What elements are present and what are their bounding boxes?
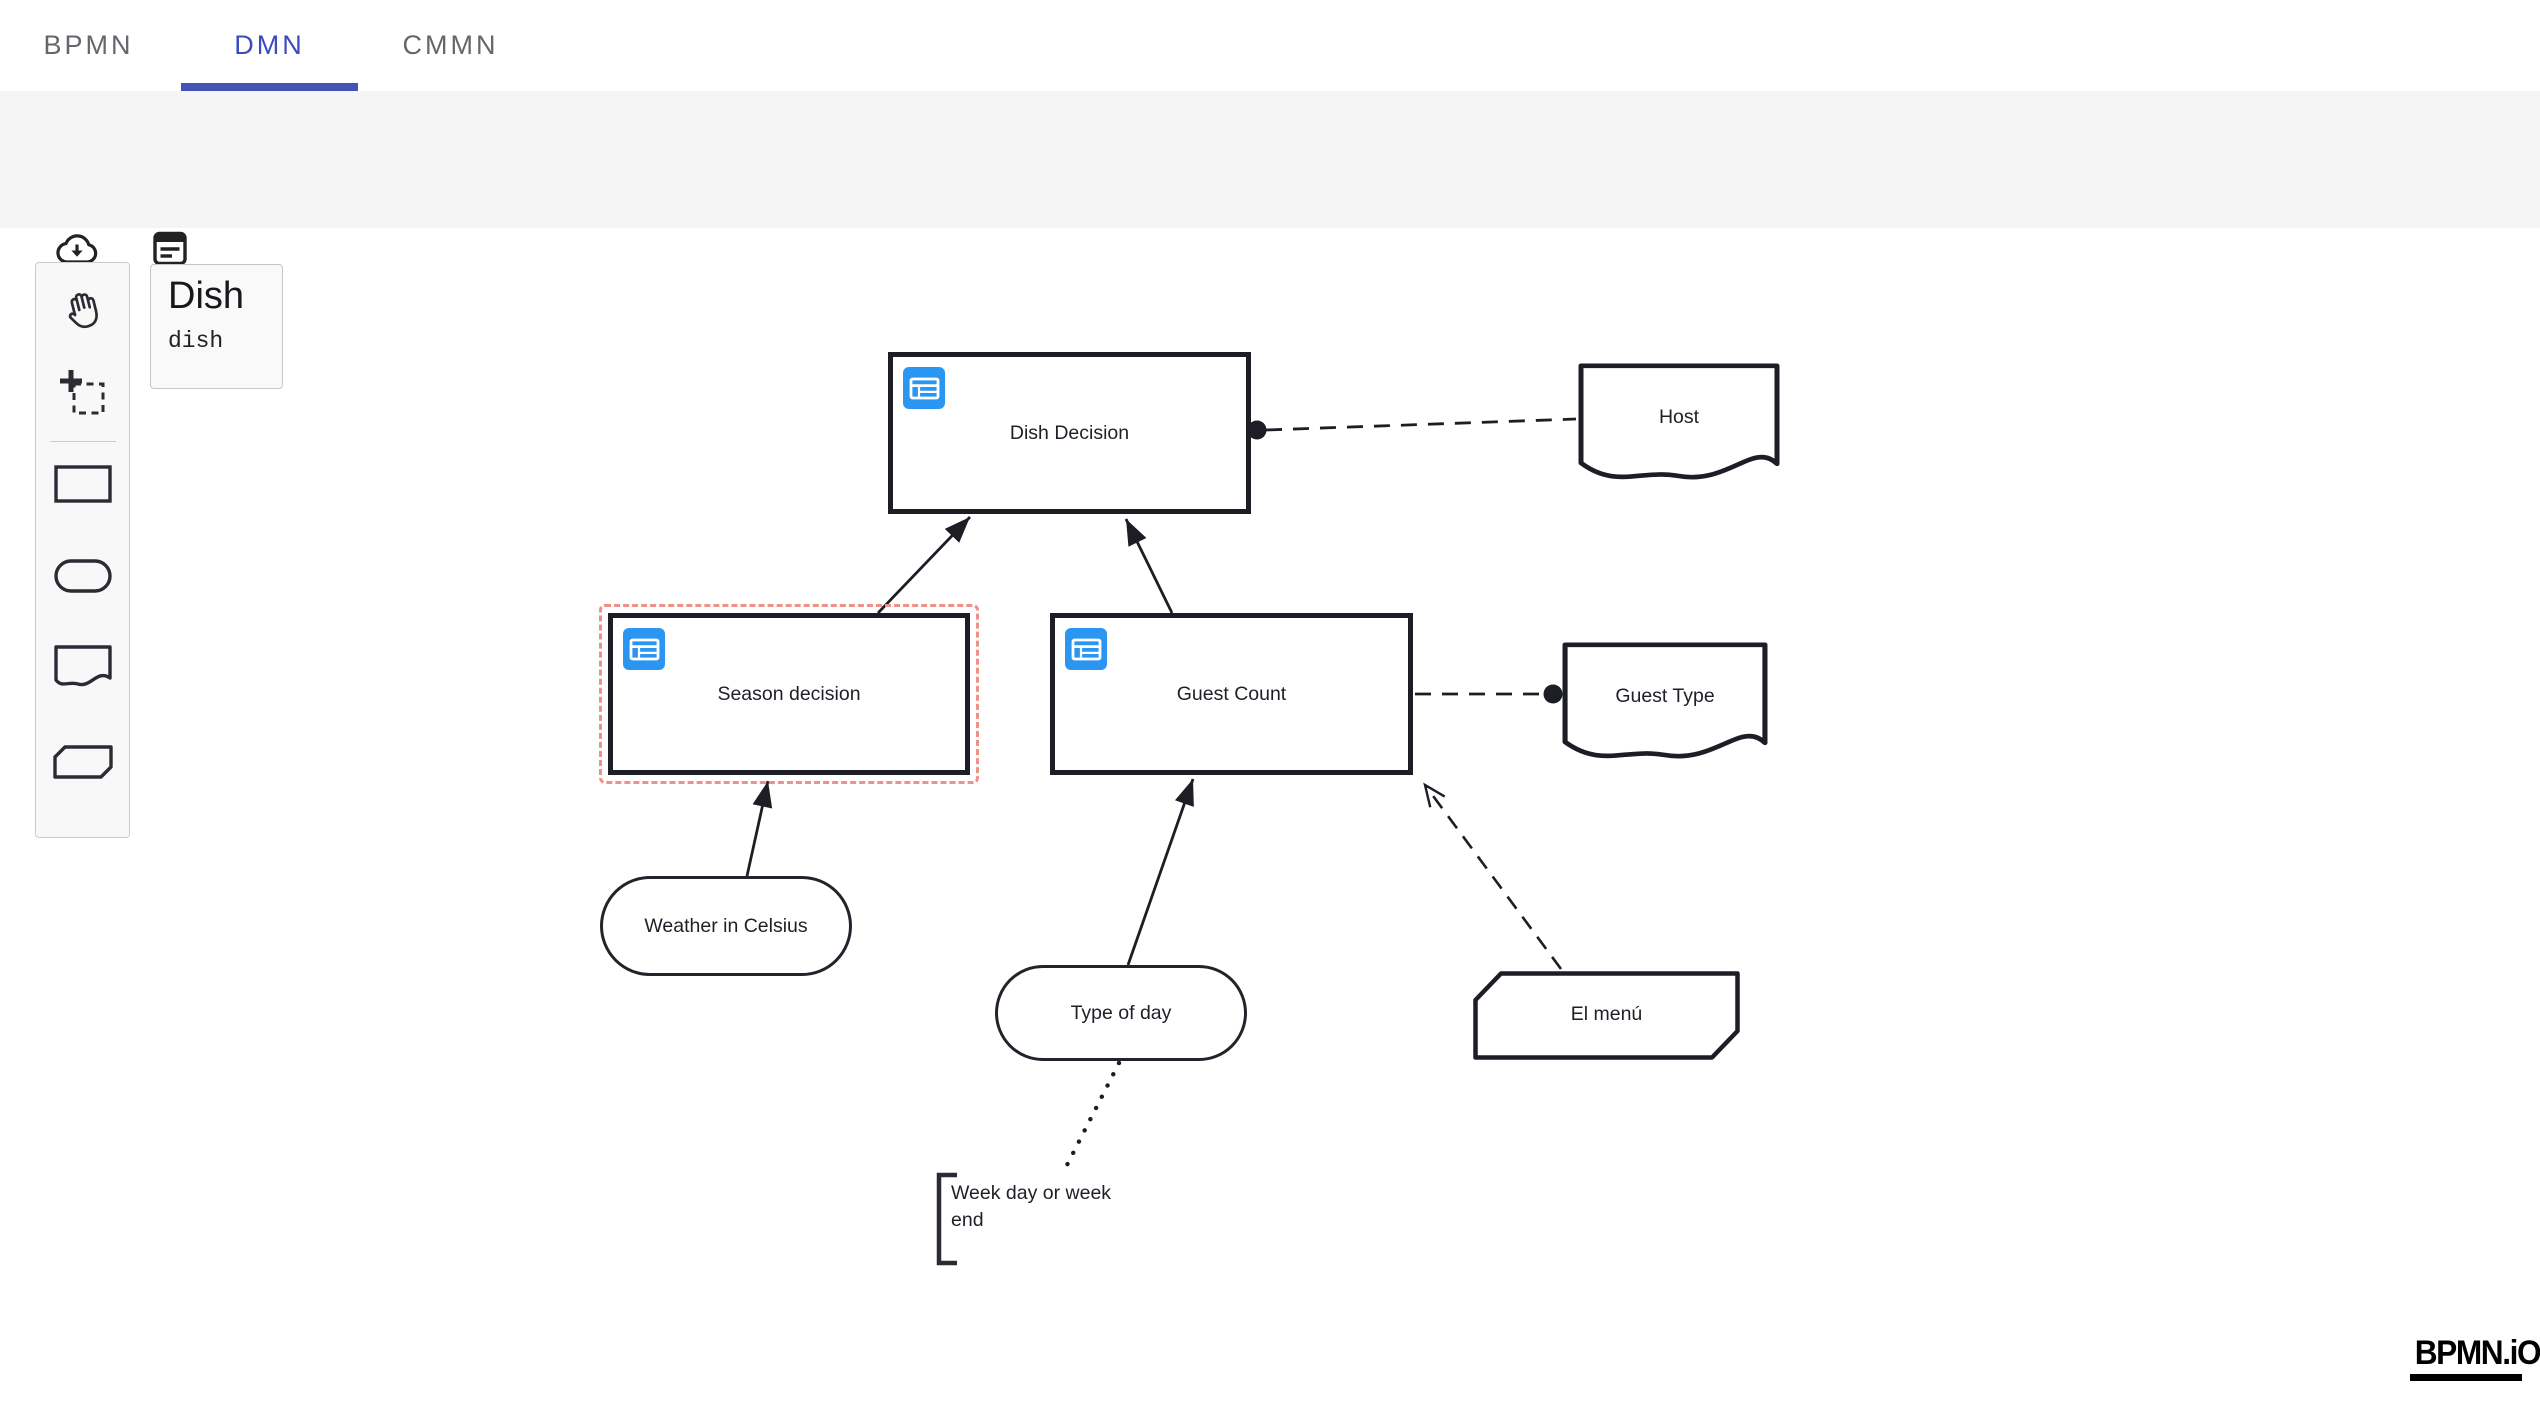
hand-icon bbox=[68, 293, 98, 329]
create-knowledge-source[interactable] bbox=[53, 644, 113, 692]
season-decision[interactable]: Season decision bbox=[599, 604, 979, 784]
guest-type[interactable]: Guest Type bbox=[1562, 642, 1768, 766]
rectangle-icon bbox=[53, 465, 112, 503]
palette bbox=[35, 262, 130, 838]
properties-button[interactable] bbox=[152, 230, 188, 267]
create-input-data[interactable] bbox=[53, 558, 113, 594]
decision-table-badge[interactable] bbox=[1065, 628, 1107, 670]
knowledge-source-shape bbox=[1562, 642, 1768, 759]
download-button[interactable] bbox=[54, 229, 100, 269]
assoc-typeofday-annotation[interactable] bbox=[1062, 1060, 1122, 1172]
create-decision[interactable] bbox=[53, 464, 113, 504]
req-guest-to-dish[interactable] bbox=[1124, 518, 1174, 614]
drilldown-overlay[interactable]: Dish dish bbox=[150, 264, 283, 389]
stadium-icon bbox=[53, 559, 112, 593]
type-of-day-label: Type of day bbox=[1070, 1001, 1172, 1024]
hand-tool[interactable] bbox=[59, 285, 107, 335]
decision-table-badge[interactable] bbox=[903, 367, 945, 409]
decision-table-icon bbox=[909, 377, 940, 400]
decision-table-icon bbox=[1071, 638, 1102, 661]
clipped-rectangle-icon bbox=[52, 745, 113, 779]
bpmn-io-logo[interactable]: BPMN.iO bbox=[2410, 1334, 2540, 1381]
req-season-to-dish[interactable] bbox=[876, 516, 972, 614]
toolbar bbox=[0, 91, 2540, 266]
req-weather-to-season[interactable] bbox=[745, 780, 773, 877]
view-name[interactable]: dish bbox=[168, 327, 224, 354]
weather-in-celsius-label: Weather in Celsius bbox=[644, 914, 808, 937]
create-business-knowledge-model[interactable] bbox=[52, 744, 114, 780]
auth-guest-guesttype-dot bbox=[1543, 684, 1563, 704]
article-icon bbox=[153, 231, 187, 266]
knowledge-elmenu-to-guest[interactable] bbox=[1425, 785, 1563, 970]
guest-count-label: Guest Count bbox=[1176, 682, 1287, 705]
tab-bar: BPMN DMN CMMN bbox=[0, 0, 2540, 91]
wavy-rectangle-icon bbox=[53, 645, 112, 687]
dish-decision[interactable]: Dish Decision bbox=[888, 352, 1251, 514]
auth-dish-host-dot bbox=[1247, 420, 1267, 440]
tab-dmn[interactable]: DMN bbox=[181, 0, 358, 91]
dish-decision-label: Dish Decision bbox=[1009, 421, 1130, 444]
el-menu[interactable]: El menú bbox=[1473, 971, 1740, 1060]
business-knowledge-model-shape bbox=[1473, 971, 1740, 1060]
lasso-tool[interactable] bbox=[58, 367, 108, 417]
decision-table-icon bbox=[629, 638, 660, 661]
weather-in-celsius[interactable]: Weather in Celsius bbox=[600, 876, 852, 976]
logo-text: BPMN.iO bbox=[2414, 1334, 2540, 1372]
knowledge-source-shape bbox=[1578, 363, 1780, 480]
host[interactable]: Host bbox=[1578, 363, 1780, 487]
type-of-day[interactable]: Type of day bbox=[995, 965, 1247, 1061]
definitions-name: Dish bbox=[168, 275, 245, 317]
tab-bpmn[interactable]: BPMN bbox=[43, 30, 134, 60]
lasso-icon bbox=[59, 370, 104, 415]
week-annotation[interactable]: Week day or week end bbox=[933, 1171, 1183, 1267]
guest-count[interactable]: Guest Count bbox=[1050, 613, 1413, 775]
tab-cmmn[interactable]: CMMN bbox=[402, 30, 499, 60]
req-typeofday-to-guest[interactable] bbox=[1126, 778, 1195, 966]
cloud-download-icon bbox=[56, 234, 98, 264]
decision-table-badge[interactable] bbox=[623, 628, 665, 670]
annotation-bracket bbox=[933, 1171, 1183, 1267]
season-decision-label: Season decision bbox=[717, 682, 861, 705]
palette-divider bbox=[49, 441, 116, 442]
logo-underline bbox=[2410, 1374, 2522, 1381]
auth-dish-host[interactable] bbox=[1265, 417, 1577, 432]
